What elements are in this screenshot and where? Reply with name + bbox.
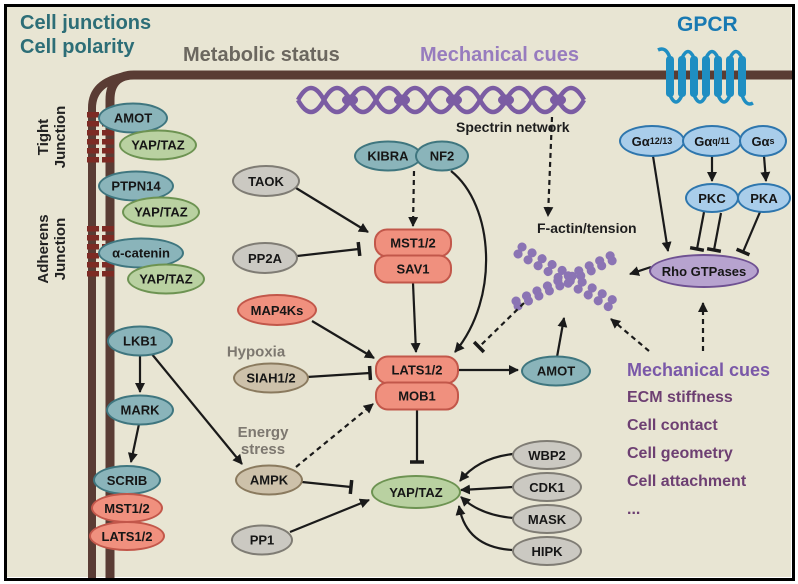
spectrin-icon xyxy=(296,85,586,115)
header-cell-polarity: Cell polarity xyxy=(20,36,135,58)
label-hypoxia: Hypoxia xyxy=(226,343,286,361)
node-amot-junction: AMOT xyxy=(98,102,168,134)
header-cell-junctions: Cell junctions xyxy=(20,12,152,34)
mechanical-cues-list: ECM stiffness Cell contact Cell geometry… xyxy=(627,389,746,519)
node-pka: PKA xyxy=(737,183,791,213)
arrow-map4ks-to-lats12 xyxy=(311,320,375,359)
label-mechanical-cues-right: Mechanical cues xyxy=(627,360,771,380)
label-adherens-junction: Adherens Junction xyxy=(35,214,70,283)
node-yaptaz-ptpn14: YAP/TAZ xyxy=(122,196,200,228)
node-rho-gtpases: Rho GTPases xyxy=(649,254,759,288)
node-mask: MASK xyxy=(512,504,582,534)
node-wbp2: WBP2 xyxy=(512,440,582,470)
node-lats12: LATS1/2 xyxy=(375,355,459,385)
node-amot-actin: AMOT xyxy=(521,355,591,387)
node-nf2: NF2 xyxy=(415,140,469,172)
arrow-gas-to-pka xyxy=(760,155,771,182)
arrow-nf2-to-lats12 xyxy=(450,170,488,353)
label-energy-stress: Energy stress xyxy=(238,424,289,459)
node-yaptaz-catenin: YAP/TAZ xyxy=(127,263,205,295)
node-pp1: PP1 xyxy=(231,524,293,556)
node-mst12: MST1/2 xyxy=(374,228,452,258)
node-siah12: SIAH1/2 xyxy=(233,362,309,394)
mech-item-cell-attachment: Cell attachment xyxy=(627,473,747,490)
node-scrib: SCRIB xyxy=(93,465,161,495)
arrow-wbp2-to-yaptaz xyxy=(459,452,514,482)
arrow-mask-to-yaptaz xyxy=(460,496,514,520)
arrow-lkb1-to-ampk xyxy=(150,352,243,465)
arrow-hipk-to-yaptaz xyxy=(455,505,513,552)
node-pp2a: PP2A xyxy=(232,242,298,274)
label-tight-junction: Tight Junction xyxy=(35,106,70,169)
arrow-ga1213-to-rho xyxy=(651,155,672,252)
galpha-sub: q/11 xyxy=(712,135,730,146)
inhibit-pp2a-to-mst12 xyxy=(296,241,362,258)
arrow-rho-to-factin xyxy=(629,265,652,276)
mech-item-cell-contact: Cell contact xyxy=(627,417,718,434)
node-mark: MARK xyxy=(106,394,174,426)
arrow-spectrin-to-factin-dashed xyxy=(543,116,554,217)
membrane-icon xyxy=(88,70,793,581)
inhibit-pkc-to-rho-a xyxy=(689,211,706,253)
node-yaptaz-main: YAP/TAZ xyxy=(371,475,461,509)
node-pkc: PKC xyxy=(685,183,739,213)
node-ampk: AMPK xyxy=(235,464,303,496)
arrow-kibranf2-to-mst12-dashed xyxy=(408,170,419,227)
node-mst12-scrib: MST1/2 xyxy=(91,493,163,523)
arrow-cdk1-to-yaptaz xyxy=(460,484,514,495)
label-tight-line1: Tight xyxy=(34,118,52,156)
f-actin-icon xyxy=(511,242,627,315)
label-energy-line2: stress xyxy=(240,441,286,458)
arrow-pp1-to-yaptaz xyxy=(289,498,370,534)
node-sav1: SAV1 xyxy=(374,254,452,284)
node-cdk1: CDK1 xyxy=(512,472,582,502)
node-hipk: HIPK xyxy=(512,536,582,566)
label-adherens-line2: Junction xyxy=(52,217,69,281)
node-mob1: MOB1 xyxy=(375,381,459,411)
label-adherens-line1: Adherens xyxy=(34,214,52,284)
node-taok: TAOK xyxy=(232,165,300,197)
label-f-actin-tension: F-actin/tension xyxy=(537,220,637,236)
node-lkb1: LKB1 xyxy=(107,325,173,357)
arrow-amot-to-factin xyxy=(555,317,568,358)
inhibit-factin-to-lats12-dashed xyxy=(472,302,525,354)
galpha-sub: 12/13 xyxy=(649,135,673,146)
gpcr-icon xyxy=(657,47,754,106)
label-energy-line1: Energy xyxy=(237,423,289,441)
header-metabolic-status: Metabolic status xyxy=(183,44,340,66)
label-tight-line2: Junction xyxy=(52,105,69,169)
membrane-left xyxy=(88,72,127,581)
mech-item-ellipsis: ... xyxy=(627,501,641,518)
galpha-main: Gα xyxy=(694,133,713,149)
arrow-mark-to-scrib xyxy=(127,423,141,463)
inhibit-ampk-to-yaptaz xyxy=(301,479,354,495)
header-mechanical-cues: Mechanical cues xyxy=(420,44,579,66)
arrow-taok-to-mst12 xyxy=(295,187,369,233)
galpha-main: Gα xyxy=(631,133,650,149)
arrow-ampk-to-mob1-dashed xyxy=(295,403,374,468)
inhibit-siah12-to-lats12 xyxy=(306,365,373,381)
galpha-sub: s xyxy=(769,135,775,146)
arrow-mechcues-to-factin-dashed xyxy=(610,318,650,352)
mech-item-ecm-stiffness: ECM stiffness xyxy=(627,389,733,406)
node-kibra: KIBRA xyxy=(354,140,422,172)
inhibit-pka-to-rho xyxy=(735,211,762,257)
inhibit-pkc-to-rho-b xyxy=(706,212,723,254)
node-lats12-scrib: LATS1/2 xyxy=(89,521,165,551)
connectors xyxy=(127,116,771,552)
mech-item-cell-geometry: Cell geometry xyxy=(627,445,733,462)
node-map4ks: MAP4Ks xyxy=(237,294,317,326)
label-spectrin-network: Spectrin network xyxy=(456,119,570,135)
node-yaptaz-amot: YAP/TAZ xyxy=(119,129,197,161)
header-gpcr: GPCR xyxy=(677,13,738,36)
arrow-sav1-to-lats12 xyxy=(410,282,421,353)
galpha-main: Gα xyxy=(751,133,770,149)
